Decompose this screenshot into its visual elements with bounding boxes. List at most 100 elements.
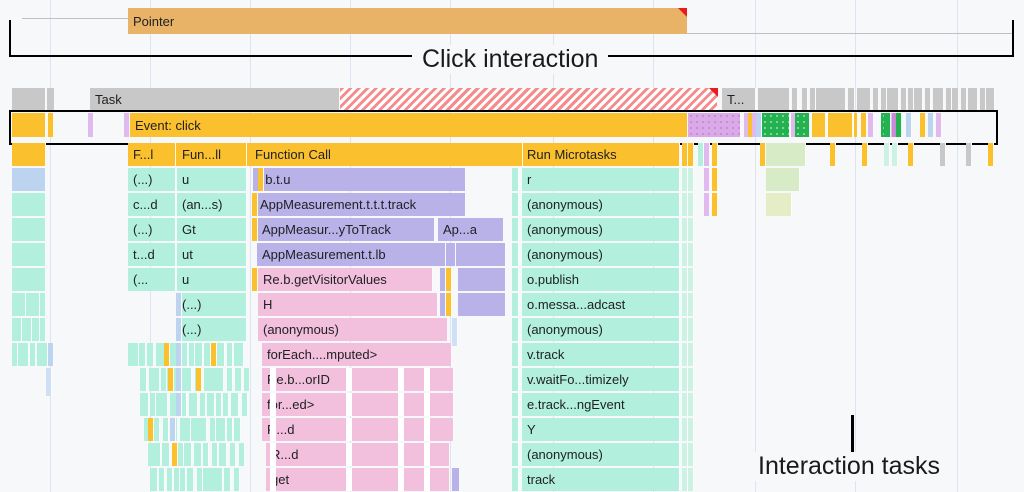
flame-bar-micro[interactable] (235, 368, 242, 391)
flame-bar-right[interactable]: o.messa...adcast (522, 293, 680, 316)
flame-bar-micro[interactable] (150, 393, 156, 416)
flame-bar-main[interactable]: Re.b.getVisitorValues (258, 268, 433, 291)
flame-bar-col-b[interactable]: (...) (177, 318, 247, 341)
flame-bar-left-of-right-col[interactable] (512, 243, 519, 266)
flame-bar-right-edge-tick[interactable] (682, 343, 688, 366)
flame-bar-main[interactable]: Ap...a (438, 218, 504, 241)
flame-bar-left-stub[interactable] (24, 318, 32, 341)
flame-bar-micro[interactable] (242, 393, 248, 416)
flame-bar-main[interactable]: forEach....mputed> (262, 343, 452, 366)
flame-bar-micro-yellow[interactable] (168, 368, 174, 391)
flame-bar-right-edge-tick[interactable] (688, 293, 694, 316)
flame-bar-left-stub[interactable] (12, 243, 46, 266)
flame-bar-left-stub[interactable] (30, 343, 36, 366)
event-tick[interactable] (906, 113, 912, 137)
flame-bar-right-edge-tick[interactable] (688, 168, 694, 191)
flame-bar-far-right[interactable] (704, 143, 710, 166)
flame-bar-right-edge-tick[interactable] (682, 243, 688, 266)
task-bar-leading[interactable] (12, 88, 46, 110)
flame-bar-right-edge-tick[interactable] (688, 243, 694, 266)
flame-bar-left-stub[interactable] (48, 343, 54, 366)
task-bar-main[interactable]: Task (90, 88, 340, 110)
flame-bar-main[interactable]: Function Call (250, 143, 518, 166)
flame-bar-right-edge-tick[interactable] (682, 368, 688, 391)
flame-bar-micro-blue[interactable] (176, 293, 182, 316)
event-bar-gc[interactable] (762, 113, 790, 137)
flame-bar-far-right[interactable] (712, 143, 718, 166)
flame-bar-right[interactable]: r (522, 168, 680, 191)
event-bar-tick[interactable] (48, 113, 54, 137)
flame-bar-far-right[interactable] (760, 143, 766, 166)
flame-bar-left-stub[interactable] (12, 318, 22, 341)
event-bar-trailing-yellow[interactable] (812, 113, 858, 137)
flame-bar-micro[interactable] (154, 368, 160, 391)
flame-bar-filler[interactable] (458, 293, 506, 316)
flame-bar-micro[interactable] (174, 468, 180, 491)
flame-bar-micro-blue[interactable] (176, 318, 182, 341)
pointer-interaction-bar[interactable]: Pointer (128, 8, 687, 34)
flame-bar-main[interactable]: AppMeasur...yToTrack (257, 218, 435, 241)
event-tick[interactable] (820, 113, 826, 137)
flame-bar-micro[interactable] (197, 468, 203, 491)
flame-bar-left-of-right-col[interactable] (512, 418, 519, 441)
flame-bar-micro[interactable] (182, 343, 188, 366)
event-bar-tick-purple[interactable] (124, 113, 130, 137)
flame-bar-right-edge-tick[interactable] (682, 318, 688, 341)
flame-bar-far-right[interactable] (830, 143, 836, 166)
flame-bar-micro[interactable] (219, 443, 227, 466)
task-bar-segment[interactable] (946, 88, 952, 110)
flame-bar-far-right[interactable] (712, 193, 718, 216)
flame-bar-micro[interactable] (180, 468, 186, 491)
flame-bar-right[interactable]: e.track...ngEvent (522, 393, 680, 416)
event-bar-tick-purple[interactable] (88, 113, 94, 137)
flame-bar-right-edge-tick[interactable] (688, 318, 694, 341)
flame-bar-micro-yellow[interactable] (196, 368, 202, 391)
event-tick[interactable] (861, 113, 867, 137)
flame-bar-left-stub[interactable] (28, 293, 40, 316)
flame-bar-col-b[interactable]: (an...s) (177, 193, 247, 216)
flame-bar-left-stub[interactable] (34, 318, 40, 341)
event-bar-tick-blue[interactable] (928, 113, 934, 137)
flame-bar-left-of-right-col[interactable] (512, 318, 519, 341)
flame-bar-main[interactable]: t.b.t.u (253, 168, 466, 191)
flame-bar-far-right[interactable] (884, 143, 890, 166)
task-bar-segment[interactable] (816, 88, 846, 110)
flame-bar-left-stub[interactable] (12, 168, 46, 191)
flame-bar-right-edge-tick[interactable] (682, 268, 688, 291)
flame-bar-right-edge-tick[interactable] (682, 293, 688, 316)
flame-bar-left-stub[interactable] (12, 293, 26, 316)
flame-bar-right[interactable]: (anonymous) (522, 193, 680, 216)
flame-bar-micro[interactable] (159, 468, 165, 491)
flame-bar-right-edge-tick[interactable] (688, 368, 694, 391)
task-bar-segment[interactable] (857, 88, 871, 110)
flame-bar-micro[interactable] (227, 418, 233, 441)
flame-bar-micro[interactable] (163, 418, 169, 441)
flame-bar-right[interactable]: track (522, 468, 680, 491)
flame-bar-filler[interactable] (458, 243, 506, 266)
flame-bar-main[interactable]: Re.b...orID (262, 368, 454, 391)
event-bar-gc-cluster[interactable] (885, 113, 891, 137)
flame-bar-main[interactable]: R...d (266, 443, 450, 466)
flame-bar-col-a[interactable]: t...d (128, 243, 176, 266)
flame-bar-left-of-right-col[interactable] (512, 468, 519, 491)
flame-bar-col-a[interactable]: (...) (128, 218, 176, 241)
flame-bar-micro[interactable] (200, 393, 206, 416)
flame-bar-micro[interactable] (187, 468, 194, 491)
flame-bar-left-stub[interactable] (12, 218, 46, 241)
flame-bar-right[interactable]: (anonymous) (522, 243, 680, 266)
task-bar-segment[interactable] (968, 88, 978, 110)
flame-bar-col-b[interactable]: Gt (177, 218, 247, 241)
flame-bar-micro[interactable] (184, 368, 192, 391)
task-bar-segment[interactable] (792, 88, 798, 110)
flame-bar-col-a[interactable]: (... (128, 268, 176, 291)
flame-bar-right-edge-tick[interactable] (688, 418, 694, 441)
flame-bar-filler[interactable] (452, 318, 458, 346)
event-tick[interactable] (936, 113, 942, 137)
flame-bar-right[interactable]: v.track (522, 343, 680, 366)
flame-bar-right[interactable]: v.waitFo...timizely (522, 368, 680, 391)
flame-bar-micro[interactable] (227, 343, 233, 366)
flame-bar-filler[interactable] (448, 243, 456, 266)
flame-bar-micro[interactable] (244, 368, 250, 391)
flame-bar-filler[interactable] (258, 168, 264, 191)
flame-bar-filler[interactable] (252, 193, 258, 216)
